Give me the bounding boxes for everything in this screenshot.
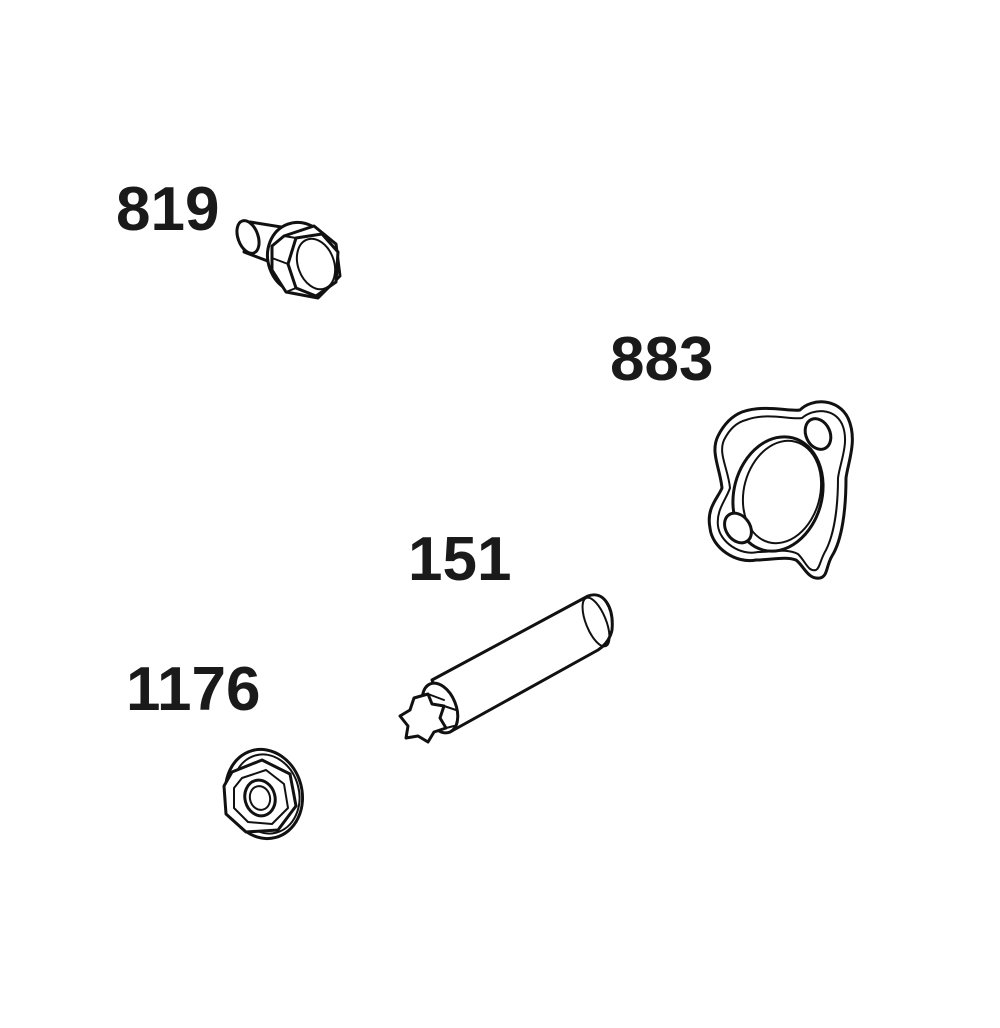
part-label-151: 151 — [408, 525, 511, 594]
part-label-1176: 1176 — [126, 655, 261, 724]
part-label-883: 883 — [610, 325, 713, 394]
part-label-819: 819 — [116, 175, 219, 244]
flange-bolt-icon — [235, 219, 342, 300]
gasket-icon — [707, 400, 854, 580]
flange-nut-icon — [222, 747, 305, 841]
shaft-pin-icon — [398, 593, 614, 744]
